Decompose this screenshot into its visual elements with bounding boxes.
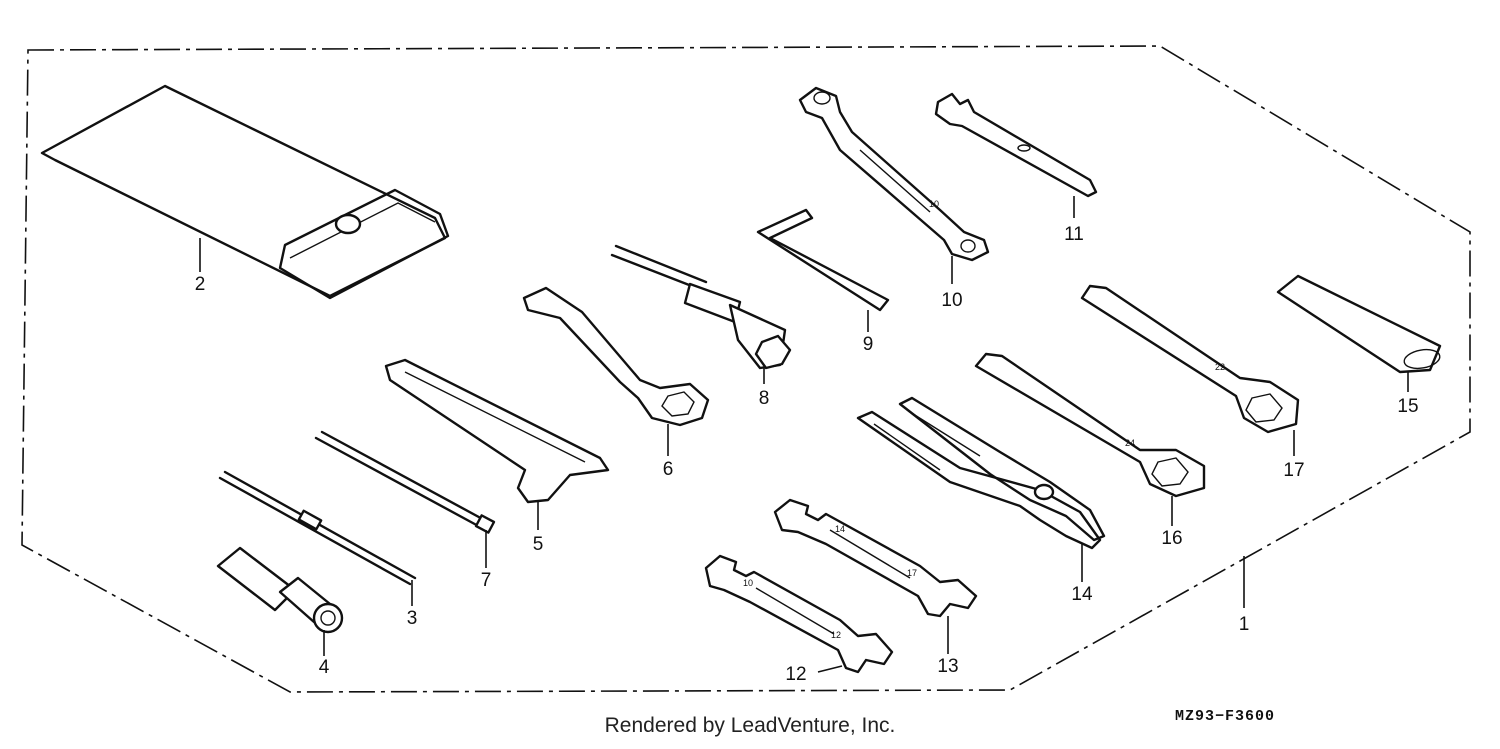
callout-4: 4 — [319, 657, 330, 678]
callout-8: 8 — [759, 388, 770, 409]
callout-9: 9 — [863, 334, 874, 355]
hex-key — [756, 208, 890, 312]
callout-6: 6 — [663, 459, 674, 480]
offset-box-wrench: 10 — [798, 86, 990, 262]
callout-5: 5 — [533, 534, 544, 555]
callout-labels: 1 2 3 4 5 6 7 8 9 10 11 12 13 14 15 16 1… — [195, 224, 1419, 685]
extension-bar — [314, 430, 496, 534]
drawing-code: MZ93−F3600 — [1175, 708, 1276, 725]
open-end-wrench-10x12: 10 12 — [704, 554, 894, 674]
callout-1: 1 — [1239, 614, 1250, 635]
pin-spanner — [384, 358, 610, 504]
open-end-wrench-14x17: 14 17 — [773, 498, 978, 618]
stamp-10-on-wrench: 10 — [743, 578, 753, 588]
callout-16: 16 — [1161, 528, 1182, 549]
leader-lines — [199, 196, 1409, 673]
footer-credit: Rendered by LeadVenture, Inc. — [604, 714, 896, 737]
box-end-wrench — [522, 286, 710, 427]
open-end-wrench — [934, 92, 1098, 198]
callout-15: 15 — [1397, 396, 1418, 417]
grip-sleeve — [1276, 274, 1442, 374]
callout-17: 17 — [1283, 460, 1304, 481]
stamp-10: 10 — [929, 199, 939, 209]
box-wrench-24: 24 — [974, 352, 1206, 498]
stamp-22: 22 — [1215, 362, 1225, 372]
tool-bag — [40, 84, 450, 300]
stamp-14: 14 — [835, 524, 845, 534]
screwdriver-handle — [216, 546, 344, 634]
callout-13: 13 — [937, 656, 958, 677]
screwdriver-shaft — [218, 470, 417, 586]
callout-14: 14 — [1071, 584, 1093, 605]
callout-12: 12 — [785, 664, 806, 685]
spark-plug-wrench — [610, 244, 792, 370]
stamp-17: 17 — [907, 568, 917, 578]
callout-10: 10 — [941, 290, 962, 311]
callout-2: 2 — [195, 274, 206, 295]
tool-kit-assembly-outline — [21, 45, 1471, 693]
pliers — [856, 396, 1106, 550]
callout-11: 11 — [1064, 224, 1084, 245]
stamp-24: 24 — [1125, 438, 1135, 448]
box-wrench-22: 22 — [1080, 284, 1300, 434]
callout-3: 3 — [407, 608, 418, 629]
callout-7: 7 — [481, 570, 492, 591]
stamp-12: 12 — [831, 630, 841, 640]
